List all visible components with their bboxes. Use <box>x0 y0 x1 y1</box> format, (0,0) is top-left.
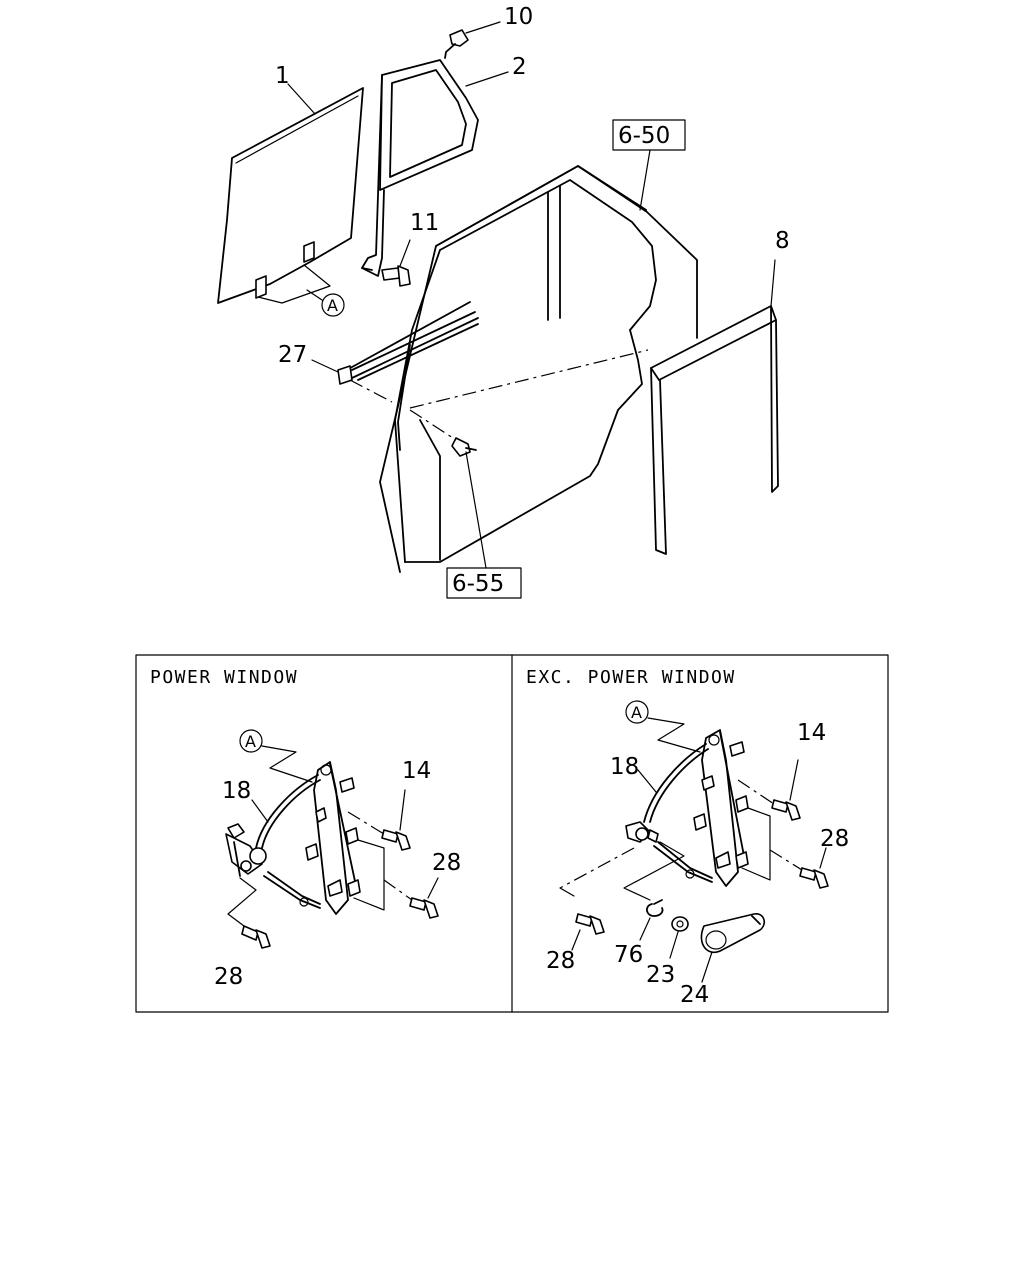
exc-regulator-rail <box>693 729 771 887</box>
callout-2: 2 <box>512 54 527 80</box>
door-glass-part-1 <box>217 87 364 304</box>
belt-weatherstrip-part-27 <box>337 301 479 385</box>
exc-callout-24: 24 <box>680 982 709 1008</box>
exc-callout-76: 76 <box>614 942 643 968</box>
pw-callout-14: 14 <box>402 758 431 784</box>
pw-callout-28-bottom: 28 <box>214 964 243 990</box>
exc-bolt-28-left <box>575 913 605 935</box>
power-window-panel: POWER WINDOW A <box>150 667 461 990</box>
exc-bolt-28-right <box>799 867 829 889</box>
exc-crank-gear <box>625 821 659 843</box>
exc-washer-23 <box>671 916 689 932</box>
exc-callout-18: 18 <box>610 754 639 780</box>
exc-bolt-14 <box>771 799 801 821</box>
screw-part-10 <box>444 29 469 59</box>
pw-callout-28-right: 28 <box>432 850 461 876</box>
exc-callout-28-right: 28 <box>820 826 849 852</box>
pw-regulator-rail <box>305 761 385 915</box>
circle-a-marker: A <box>327 296 338 315</box>
exc-callout-28-left: 28 <box>546 948 575 974</box>
ref-box-6-50 <box>612 119 686 151</box>
rear-door-panel <box>379 165 698 573</box>
callout-27: 27 <box>278 342 307 368</box>
pw-bolt-28-right <box>409 897 439 919</box>
door-weatherstrip-part-8 <box>650 305 779 555</box>
pw-callout-18: 18 <box>222 778 251 804</box>
bolt-part-11 <box>381 265 411 287</box>
ref-6-55: 6-55 <box>452 571 504 597</box>
power-window-title: POWER WINDOW <box>150 667 298 688</box>
exc-clip-76 <box>646 899 664 917</box>
pw-motor <box>225 823 267 877</box>
ref-box-6-55 <box>446 567 522 599</box>
exc-window-crank-handle-24 <box>700 913 766 953</box>
callout-11: 11 <box>410 210 439 236</box>
pw-bolt-28-bottom <box>241 925 271 949</box>
ref-6-50: 6-50 <box>618 123 670 149</box>
clip-6-55 <box>451 437 477 457</box>
exc-callout-14: 14 <box>797 720 826 746</box>
callout-1: 1 <box>275 63 290 89</box>
exc-callout-23: 23 <box>646 962 675 988</box>
pw-circle-a: A <box>245 732 256 751</box>
callout-8: 8 <box>775 228 790 254</box>
vent-window-frame-part-2 <box>361 59 479 277</box>
exc-circle-a: A <box>631 703 642 722</box>
callout-10: 10 <box>504 4 533 30</box>
exc-power-window-panel: EXC. POWER WINDOW A <box>526 667 849 1008</box>
exc-power-window-title: EXC. POWER WINDOW <box>526 667 736 688</box>
pw-bolt-14 <box>381 829 411 851</box>
